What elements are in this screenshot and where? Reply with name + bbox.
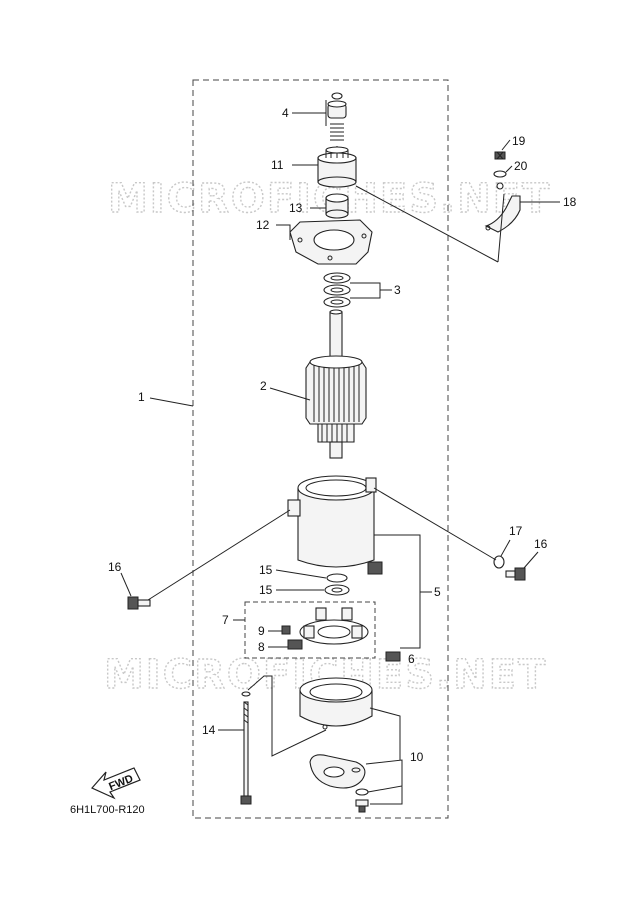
part-18-lead-bracket — [484, 182, 521, 233]
part-5-yoke — [287, 475, 383, 575]
callout-14: 14 — [202, 723, 216, 737]
part-9-screw — [281, 625, 291, 635]
callout-17: 17 — [509, 524, 523, 538]
part-14-through-bolt — [240, 691, 252, 805]
part-20-washer — [493, 170, 507, 178]
callout-15-top: 15 — [259, 563, 273, 577]
rear-cover — [299, 677, 373, 730]
callout-4: 4 — [282, 106, 289, 120]
callout-8: 8 — [258, 640, 265, 654]
callout-16-right: 16 — [534, 537, 548, 551]
part-19-screw — [494, 151, 506, 160]
callout-15-bottom: 15 — [259, 583, 273, 597]
callout-6: 6 — [408, 652, 415, 666]
callout-3: 3 — [394, 283, 401, 297]
part-10-end-plate — [309, 754, 369, 813]
callout-1: 1 — [138, 390, 145, 404]
leader-lines — [120, 100, 560, 805]
brush-holder-subassembly-box — [244, 601, 376, 659]
part-15-washers — [324, 573, 350, 596]
callout-18: 18 — [563, 195, 577, 209]
part-3-washers — [323, 272, 351, 308]
assembly-boundary — [192, 79, 449, 819]
callout-10: 10 — [410, 750, 424, 764]
part-code: 6H1L700-R120 — [70, 804, 145, 816]
callout-2: 2 — [260, 379, 267, 393]
part-13-bushing — [325, 193, 349, 219]
part-16-bolt-right — [505, 567, 526, 581]
fwd-arrow-icon: FWD — [91, 767, 141, 800]
callout-20: 20 — [514, 159, 528, 173]
callout-16-left: 16 — [108, 560, 122, 574]
callout-5: 5 — [434, 585, 441, 599]
part-12-front-bracket — [289, 219, 373, 265]
callout-11: 11 — [271, 158, 284, 172]
part-17-washer — [493, 555, 505, 569]
part-8-brush — [287, 639, 303, 650]
fwd-label: FWD — [107, 773, 135, 794]
part-7-brush-holder — [299, 607, 369, 645]
part-11-pinion-gear — [317, 146, 357, 188]
callout-19: 19 — [512, 134, 526, 148]
part-2-armature — [305, 309, 367, 459]
callout-12: 12 — [256, 218, 270, 232]
part-16-bolt-left — [127, 596, 151, 610]
callout-13: 13 — [289, 201, 303, 215]
part-6-brush — [385, 651, 401, 662]
callout-7: 7 — [222, 613, 229, 627]
callout-9: 9 — [258, 624, 265, 638]
part-4-spring-set — [327, 92, 347, 141]
